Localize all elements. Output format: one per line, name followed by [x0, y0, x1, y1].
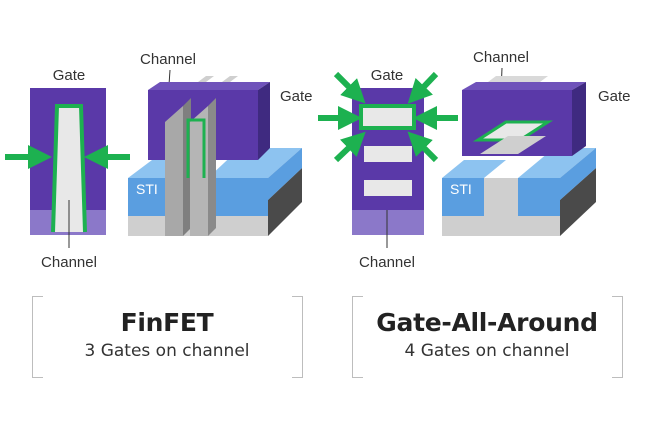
- gaa-3d-gate-label: Gate: [598, 88, 631, 105]
- gaa-cs-substrate: [352, 210, 424, 235]
- gaa-3d-nanosheet-middle: [480, 136, 546, 154]
- finfet-caption-bracket-left: [32, 296, 43, 378]
- finfet-caption-bracket-right: [292, 296, 303, 378]
- gaa-3d-substrate-side: [560, 168, 596, 236]
- gaa-3d-channel-label: Channel: [473, 49, 529, 66]
- finfet-cs-channel-outline: [51, 104, 87, 233]
- finfet-perspective: Channel STI Gate: [128, 51, 313, 236]
- finfet-3d-sti-label: STI: [136, 181, 158, 197]
- gaa-bottom-left-arrow-icon: [333, 131, 366, 163]
- gaa-subtitle: 4 Gates on channel: [404, 341, 570, 361]
- gaa-caption-bracket-right: [612, 296, 623, 378]
- finfet-cs-gate-label: Gate: [53, 67, 86, 84]
- gaa-cross-section: Gate Channel: [318, 67, 458, 271]
- finfet-3d-substrate-side: [268, 168, 302, 236]
- gaa-3d-gate-top: [462, 82, 586, 90]
- finfet-cs-channel-label: Channel: [41, 254, 97, 271]
- finfet-caption: FinFET 3 Gates on channel: [40, 308, 294, 361]
- gaa-cs-nanosheet-middle: [364, 146, 412, 162]
- gaa-title: Gate-All-Around: [376, 308, 598, 337]
- finfet-3d-channel-label: Channel: [140, 51, 196, 68]
- finfet-3d-fin-top-1: [198, 76, 214, 82]
- finfet-3d-channel-outline: [186, 118, 206, 178]
- finfet-3d-gate-side: [258, 82, 270, 160]
- gaa-caption-bracket-left: [352, 296, 363, 378]
- gaa-3d-sheet-stub: [488, 76, 548, 82]
- finfet-3d-sti-top-right: [208, 148, 302, 178]
- finfet-3d-gate-top: [148, 82, 270, 90]
- gaa-top-right-arrow-icon: [407, 71, 439, 104]
- finfet-subtitle: 3 Gates on channel: [84, 341, 250, 361]
- finfet-cs-fin: [54, 108, 84, 232]
- gaa-caption: Gate-All-Around 4 Gates on channel: [360, 308, 614, 361]
- gaa-3d-sti-label: STI: [450, 181, 472, 197]
- finfet-3d-sti-side: [268, 148, 302, 200]
- gaa-perspective: Channel STI Gate: [442, 49, 631, 236]
- finfet-3d-sti-front-right: [208, 178, 268, 216]
- finfet-title: FinFET: [120, 308, 214, 337]
- gaa-cs-nanosheet-top: [359, 104, 416, 130]
- gaa-cs-gate-label: Gate: [371, 67, 404, 84]
- gaa-top-left-arrow-icon: [333, 71, 366, 104]
- finfet-3d-fin-2-side: [208, 98, 216, 236]
- gaa-3d-gate-side: [572, 82, 586, 156]
- gaa-3d-sti-front: [442, 178, 484, 216]
- gaa-3d-sti-top-right: [518, 148, 596, 178]
- finfet-3d-gate-label: Gate: [280, 88, 313, 105]
- finfet-3d-fin-1: [165, 106, 183, 236]
- gaa-3d-sti-side: [560, 148, 596, 200]
- finfet-cross-section: Gate Channel: [5, 67, 130, 271]
- gaa-cs-channel-label: Channel: [359, 254, 415, 271]
- gaa-bottom-right-arrow-icon: [407, 131, 439, 163]
- gaa-3d-sti-top: [442, 160, 506, 178]
- gaa-3d-sti-front-right: [518, 178, 560, 216]
- gaa-3d-fin-base: [484, 178, 516, 236]
- finfet-3d-fin-top-2: [222, 76, 238, 82]
- gaa-cs-nanosheet-bottom: [364, 180, 412, 196]
